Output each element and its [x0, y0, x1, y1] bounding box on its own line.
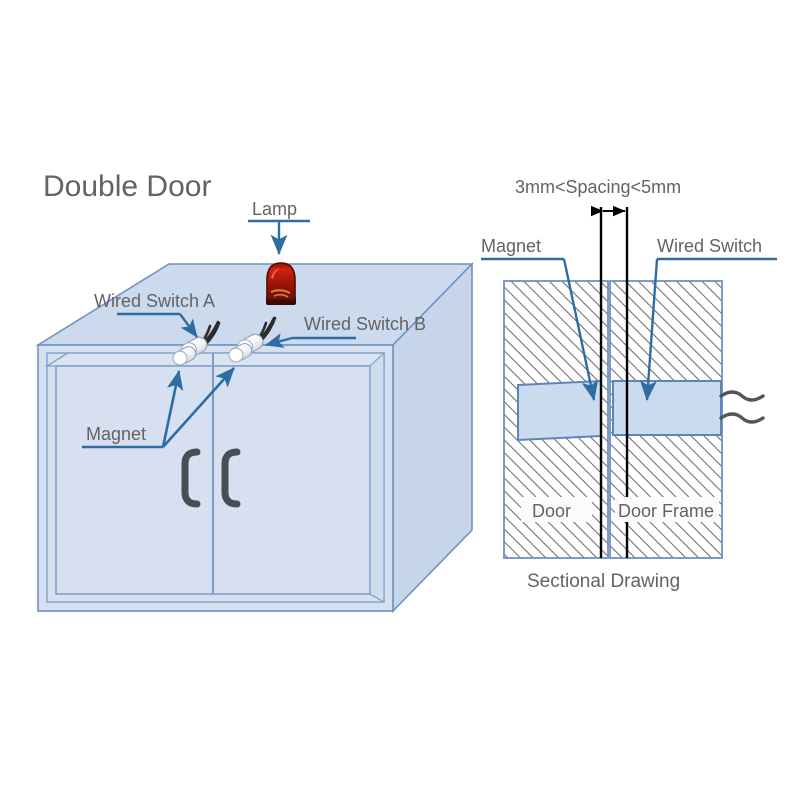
lamp-leader — [248, 219, 310, 255]
page-title: Double Door — [43, 170, 211, 203]
section-magnet-leader — [481, 257, 599, 401]
door-handle-left-icon[interactable] — [181, 448, 201, 508]
label-door: Door — [532, 501, 571, 521]
door-leaf-right[interactable] — [212, 365, 371, 595]
section-wired-switch-block — [612, 380, 722, 436]
label-lamp: Lamp — [252, 199, 297, 219]
cabinet-door-top-rail — [44, 352, 385, 367]
magnet-leader — [82, 367, 235, 449]
magnet-b-icon[interactable] — [228, 341, 254, 363]
cabinet-inner-right-edge — [369, 351, 385, 603]
magnet-a-icon[interactable] — [172, 344, 198, 366]
door-leaf-left[interactable] — [55, 365, 214, 595]
section-magnet-block — [517, 379, 602, 442]
door-handle-right-icon[interactable] — [221, 448, 241, 508]
section-caption: Sectional Drawing — [527, 571, 680, 592]
lamp-beacon-icon[interactable] — [266, 262, 296, 305]
sectional-view: 3mm<Spacing<5mm Magnet Wired Switch Door… — [481, 177, 777, 592]
label-spacing: 3mm<Spacing<5mm — [515, 177, 681, 197]
label-wired-switch-b: Wired Switch B — [304, 314, 426, 334]
sensor-assembly-b — [228, 316, 277, 363]
section-wired-switch-leader — [639, 257, 777, 401]
label-magnet-left: Magnet — [86, 424, 146, 444]
label-wired-switch-a: Wired Switch A — [94, 291, 215, 311]
wired-switch-b-leader — [265, 333, 356, 348]
section-switch-wires — [719, 390, 765, 424]
wired-switch-a-leader — [117, 312, 198, 338]
sensor-assembly-a — [172, 320, 221, 366]
label-magnet-section: Magnet — [481, 236, 541, 256]
label-wired-switch-section: Wired Switch — [657, 236, 762, 256]
left-isometric-view: Lamp — [35, 170, 474, 613]
label-door-frame: Door Frame — [618, 501, 714, 521]
